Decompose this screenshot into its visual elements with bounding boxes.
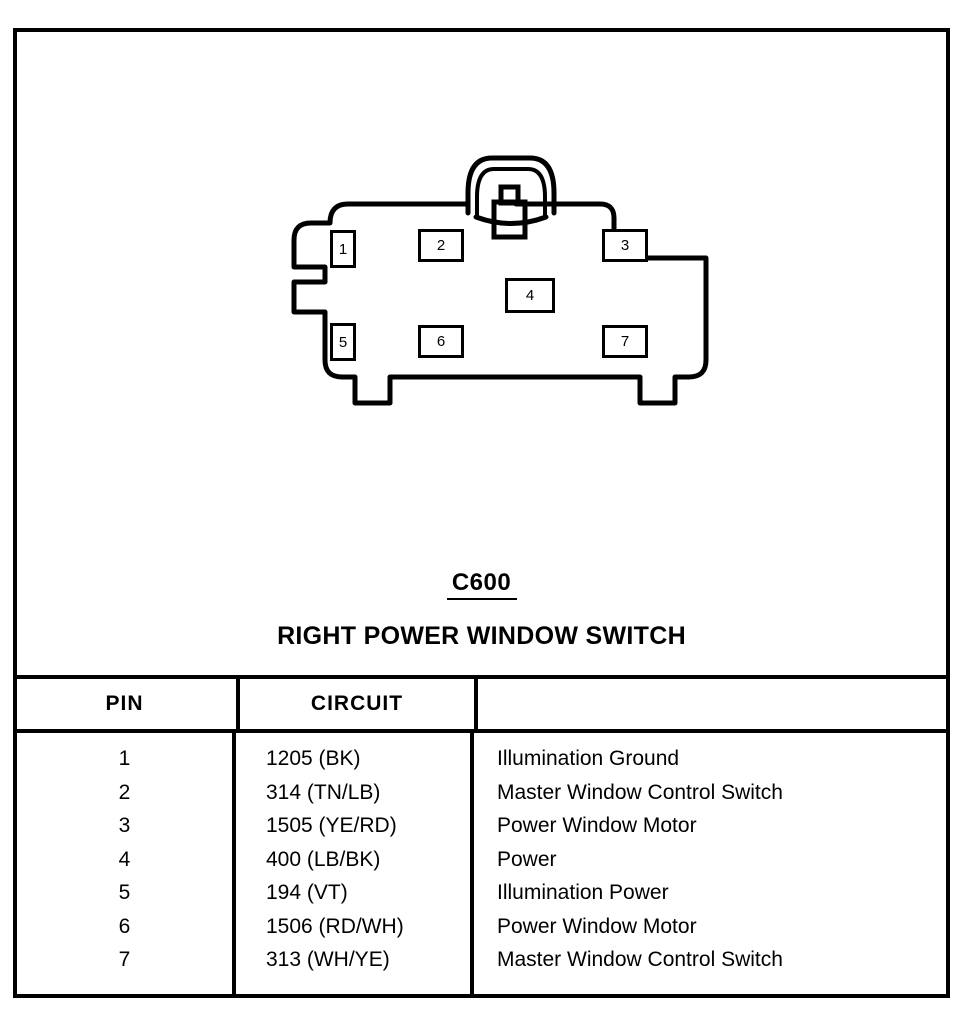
cell-circuit: 400 (LB/BK): [266, 847, 381, 871]
cell-circuit: 194 (VT): [266, 881, 348, 904]
cell-circuit: 1506 (RD/WH): [266, 914, 404, 938]
pinout-table: PIN CIRCUIT 1 1205 (BK) Illumination Groun…: [13, 675, 950, 998]
table-row: 7 313 (WH/YE) Master Window Control Switch: [17, 943, 946, 977]
column-header-circuit: CIRCUIT: [236, 679, 474, 729]
cell-pin: 4: [118, 847, 131, 871]
pin-cavity-2: 2: [418, 229, 464, 262]
cell-circuit: 1505 (YE/RD): [266, 814, 397, 837]
column-header-pin: PIN: [105, 692, 144, 715]
pin-cavity-5-label: 5: [338, 333, 348, 351]
cell-circuit: 1205 (BK): [266, 747, 361, 770]
pin-cavity-5: 5: [330, 323, 356, 361]
cell-pin: 5: [118, 881, 131, 904]
table-header-row: PIN CIRCUIT: [17, 679, 946, 733]
connector-diagram: 1 2 3 4 5 6 7: [270, 145, 730, 435]
pin-cavity-3: 3: [602, 229, 648, 262]
pin-cavity-4: 4: [505, 278, 555, 313]
connector-id-underline: [446, 598, 517, 601]
caption-block: C600 RIGHT POWER WINDOW SWITCH: [17, 570, 946, 651]
pin-cavity-7-label: 7: [620, 333, 630, 350]
cell-pin: 7: [118, 948, 131, 971]
cell-description: Master Window Control Switch: [497, 948, 783, 971]
cell-pin: 6: [118, 914, 131, 938]
table-rows: 1 1205 (BK) Illumination Ground 2 314 (TN/LB…: [17, 733, 946, 977]
table-row: 4 400 (LB/BK) Power: [17, 843, 946, 877]
pin-cavity-4-label: 4: [525, 287, 535, 304]
latch-tab-body: [491, 199, 528, 240]
connector-id: C600: [451, 569, 512, 596]
table-row: 1 1205 (BK) Illumination Ground: [17, 742, 946, 776]
column-header-description: [474, 679, 950, 729]
table-row: 3 1505 (YE/RD) Power Window Motor: [17, 809, 946, 843]
cell-description: Illumination Ground: [497, 747, 680, 770]
cell-circuit: 313 (WH/YE): [266, 948, 390, 971]
pin-cavity-3-label: 3: [620, 237, 630, 254]
cell-pin: 2: [118, 780, 131, 804]
cell-description: Illumination Power: [497, 881, 669, 904]
cell-description: Power: [497, 847, 557, 871]
table-row: 2 314 (TN/LB) Master Window Control Switch: [17, 776, 946, 810]
latch-inner-arch: [475, 167, 547, 219]
cell-description: Master Window Control Switch: [497, 780, 783, 804]
connector-name: RIGHT POWER WINDOW SWITCH: [277, 622, 686, 651]
column-divider-2: [470, 733, 474, 994]
connector-id-wrap: C600: [17, 569, 946, 601]
table-row: 5 194 (VT) Illumination Power: [17, 876, 946, 910]
cell-pin: 3: [118, 814, 131, 837]
pin-cavity-1: 1: [330, 230, 356, 268]
pin-cavity-7: 7: [602, 325, 648, 358]
cell-description: Power Window Motor: [497, 814, 697, 837]
connector-outline-svg: [291, 155, 709, 406]
latch-bottom-lip: [473, 214, 549, 226]
cell-description: Power Window Motor: [497, 914, 697, 938]
table-row: 6 1506 (RD/WH) Power Window Motor: [17, 910, 946, 944]
pin-cavity-6-label: 6: [436, 333, 446, 350]
pin-cavity-2-label: 2: [436, 237, 446, 254]
pin-cavity-6: 6: [418, 325, 464, 358]
column-divider-1: [232, 733, 236, 994]
pin-cavity-1-label: 1: [338, 240, 348, 258]
cell-circuit: 314 (TN/LB): [266, 780, 381, 804]
table-body: 1 1205 (BK) Illumination Ground 2 314 (TN/LB…: [17, 733, 946, 994]
cell-pin: 1: [118, 747, 131, 770]
latch-outer-arch: [465, 155, 557, 216]
